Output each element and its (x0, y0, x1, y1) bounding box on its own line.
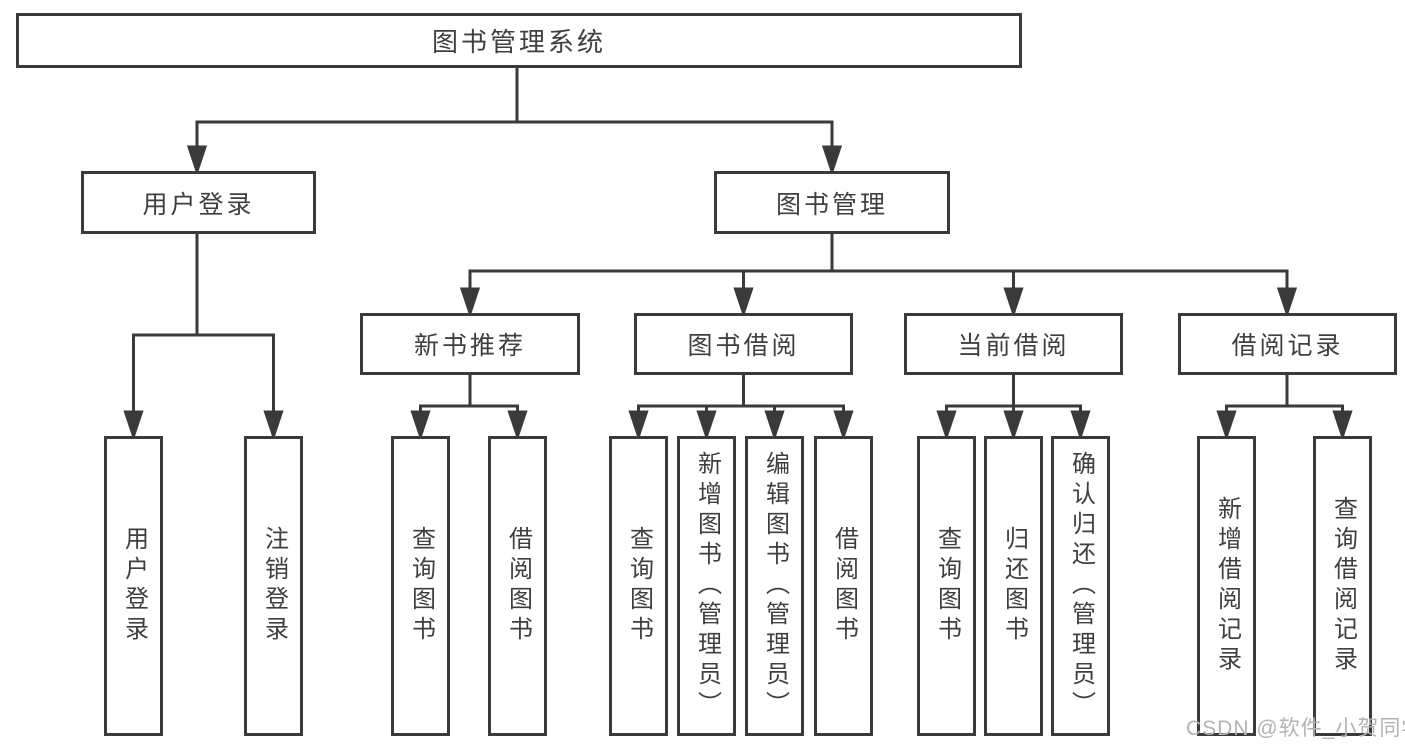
arrow-down-icon (507, 410, 528, 441)
leaf-logout: 注销登录 (244, 436, 303, 736)
leaf-add-book-admin: 新增图书（管理员） (677, 436, 736, 736)
arrow-down-icon (696, 410, 717, 441)
arrow-down-icon (186, 145, 208, 176)
arrow-down-icon (936, 410, 957, 441)
leaf-add-borrow-record: 新增借阅记录 (1197, 436, 1256, 736)
arrow-down-icon (1332, 410, 1353, 441)
node-label: 借阅记录 (1231, 332, 1344, 360)
node-label: 借阅图书 (504, 526, 532, 646)
node-current-borrowing: 当前借阅 (904, 313, 1123, 375)
arrow-down-icon (459, 287, 481, 318)
leaf-query-books-current: 查询图书 (917, 436, 976, 736)
node-label: 归还图书 (1000, 526, 1028, 646)
node-label: 注销登录 (260, 526, 288, 646)
leaf-borrow-books-recommend: 借阅图书 (488, 436, 547, 736)
leaf-borrow-books-borrow: 借阅图书 (814, 436, 873, 736)
node-label: 图书借阅 (687, 332, 800, 360)
arrow-down-icon (410, 410, 431, 441)
node-label: 查询图书 (933, 526, 961, 646)
node-library-management-system: 图书管理系统 (16, 13, 1022, 68)
node-book-borrowing: 图书借阅 (634, 313, 853, 375)
leaf-return-book: 归还图书 (984, 436, 1043, 736)
arrow-down-icon (263, 410, 284, 441)
arrow-down-icon (1070, 410, 1091, 441)
node-label: 新增图书（管理员） (693, 451, 721, 721)
node-book-management: 图书管理 (714, 171, 950, 234)
node-label: 查询图书 (407, 526, 435, 646)
arrow-down-icon (1003, 410, 1024, 441)
node-label: 新增借阅记录 (1213, 496, 1241, 676)
node-label: 图书管理 (775, 190, 888, 219)
leaf-query-books-borrow: 查询图书 (609, 436, 668, 736)
leaf-edit-book-admin: 编辑图书（管理员） (745, 436, 804, 736)
arrow-down-icon (833, 410, 854, 441)
node-user-login: 用户登录 (81, 171, 316, 234)
leaf-query-books-recommend: 查询图书 (391, 436, 450, 736)
node-label: 新书推荐 (413, 332, 526, 360)
node-label: 图书管理系统 (431, 27, 606, 57)
arrow-down-icon (628, 410, 649, 441)
node-label: 确认归还（管理员） (1067, 451, 1095, 721)
leaf-confirm-return-admin: 确认归还（管理员） (1051, 436, 1110, 736)
node-label: 查询图书 (625, 526, 653, 646)
arrow-down-icon (821, 145, 843, 176)
node-label: 当前借阅 (957, 332, 1070, 360)
arrow-down-icon (1003, 287, 1024, 318)
arrow-down-icon (1276, 287, 1298, 318)
node-new-book-recommendation: 新书推荐 (360, 313, 580, 375)
node-borrowing-records: 借阅记录 (1178, 313, 1397, 375)
leaf-query-borrow-record: 查询借阅记录 (1313, 436, 1372, 736)
arrow-down-icon (1216, 410, 1237, 441)
arrow-down-icon (764, 410, 785, 441)
node-label: 查询借阅记录 (1329, 496, 1357, 676)
arrow-down-icon (123, 410, 144, 441)
node-label: 借阅图书 (830, 526, 858, 646)
node-label: 编辑图书（管理员） (761, 451, 789, 721)
node-label: 用户登录 (120, 526, 148, 646)
leaf-user-login: 用户登录 (104, 436, 163, 736)
csdn-watermark: CSDN @软件_小贺同学 (1186, 717, 1405, 740)
node-label: 用户登录 (142, 190, 255, 219)
arrow-down-icon (733, 287, 754, 318)
